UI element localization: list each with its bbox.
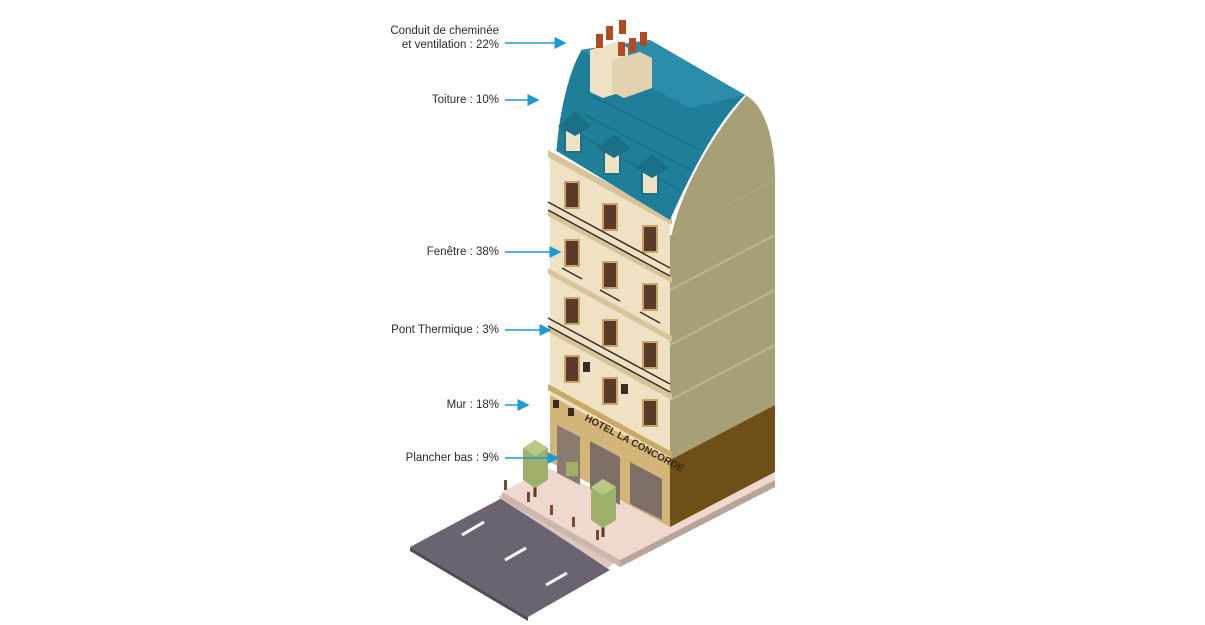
tree-icon [523, 440, 616, 537]
windows [564, 181, 658, 427]
chimney-label: Conduit de cheminée et ventilation : 22% [390, 24, 499, 52]
balconies [547, 201, 671, 393]
floor-label: Plancher bas : 9% [405, 452, 499, 464]
window-label: Fenêtre : 38% [426, 246, 499, 258]
chimneys [590, 20, 652, 98]
side-wall [668, 94, 776, 527]
wall-label: Mur : 18% [446, 399, 499, 411]
sidewalk [502, 468, 775, 567]
chimney-label-line1: Conduit de cheminée [390, 25, 499, 37]
roof-label: Toiture : 10% [431, 94, 499, 106]
arrows [505, 37, 567, 464]
chimney-label-line2: et ventilation : 22% [401, 39, 499, 51]
bollard-icon [504, 480, 599, 540]
thermal-bridge-label: Pont Thermique : 3% [391, 324, 499, 336]
lamp-icon [553, 362, 628, 416]
